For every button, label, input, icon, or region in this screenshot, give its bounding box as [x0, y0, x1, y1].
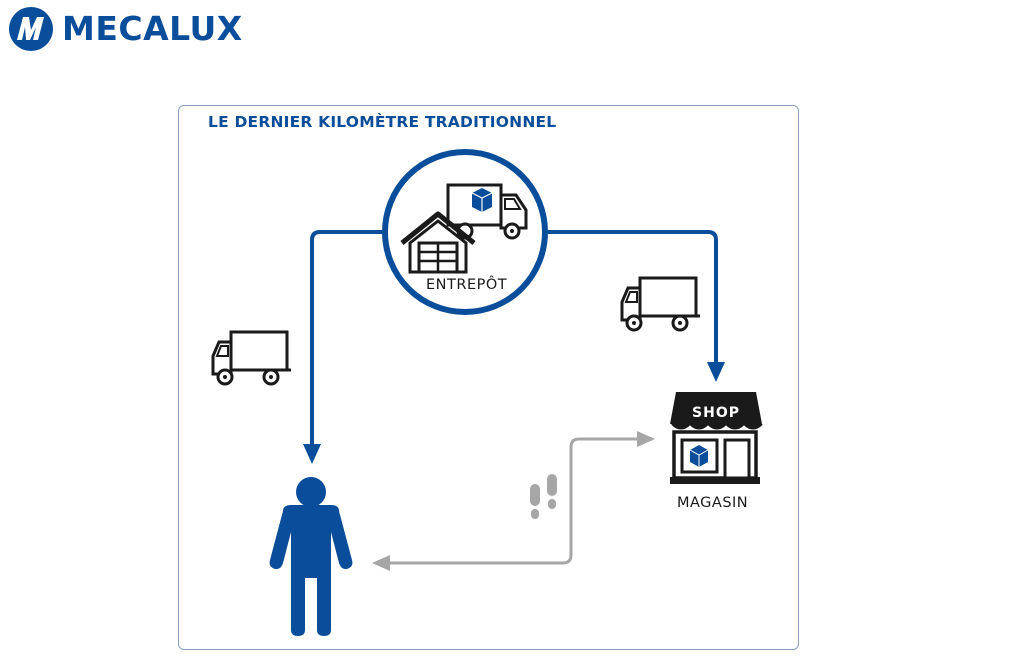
diagram-title: LE DERNIER KILOMÈTRE TRADITIONNEL — [208, 113, 557, 131]
warehouse-label: ENTREPÔT — [426, 277, 508, 293]
shop-sign: SHOP — [692, 405, 740, 421]
diagram-frame — [178, 105, 799, 650]
edge-warehouse-store — [547, 230, 725, 382]
shop-icon: SHOP — [670, 392, 763, 484]
brand-logo: MECALUX — [8, 6, 243, 52]
warehouse-node — [382, 149, 548, 315]
person-icon — [269, 477, 353, 636]
warehouse-truck-icon — [446, 183, 528, 240]
store-label: MAGASIN — [677, 495, 749, 511]
footsteps-icon — [530, 474, 557, 519]
edge-customer-store — [372, 431, 655, 571]
delivery-truck-icon — [620, 276, 700, 332]
brand-name: MECALUX — [62, 9, 243, 48]
warehouse-icon — [400, 211, 476, 274]
edge-warehouse-customer — [303, 230, 384, 464]
mecalux-logo-icon — [9, 7, 53, 51]
delivery-truck-icon — [211, 330, 291, 386]
